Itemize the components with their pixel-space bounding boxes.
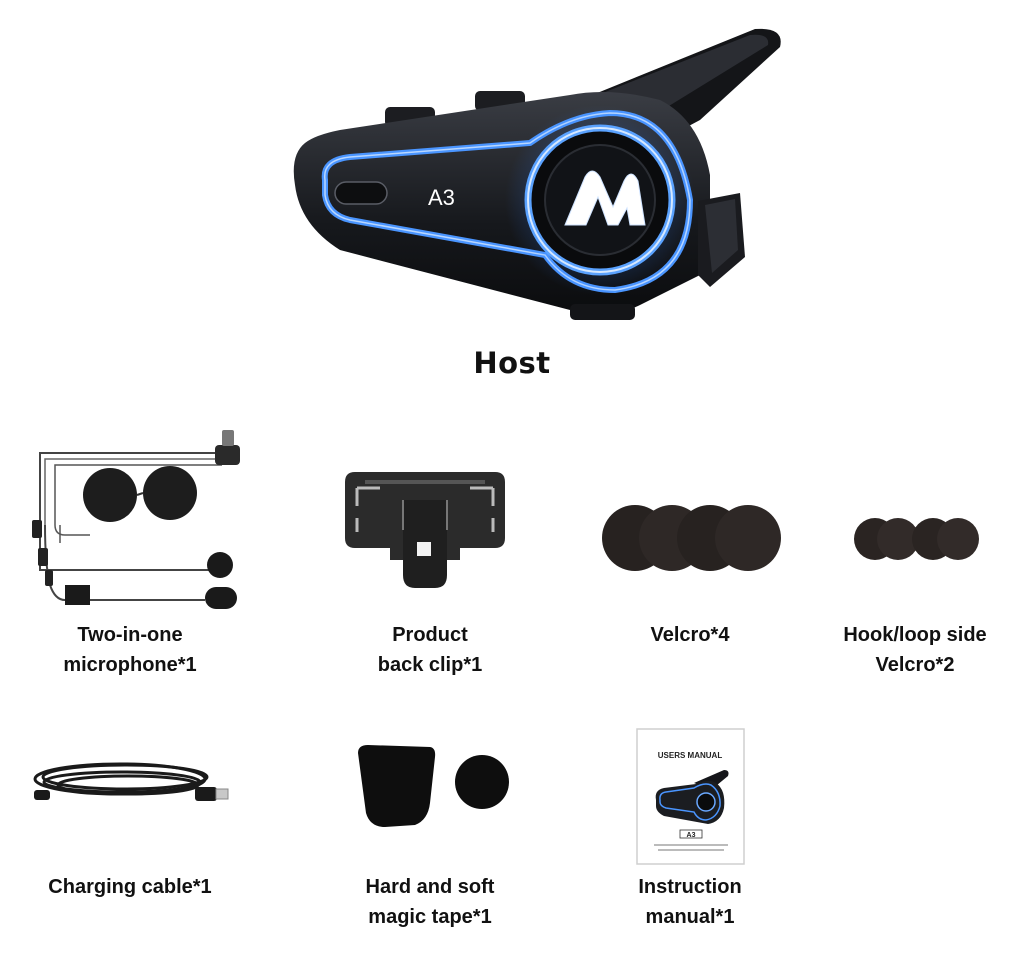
velcro-pads-icon <box>602 505 781 571</box>
manual-icon: USERS MANUAL A3 <box>636 728 745 865</box>
device-label: A3 <box>428 185 455 210</box>
caption-hook-loop: Hook/loop side Velcro*2 <box>843 624 987 676</box>
caption-charging-cable: Charging cable*1 <box>48 876 212 898</box>
magic-tape-icon <box>358 745 509 827</box>
caption-microphone: Two-in-one microphone*1 <box>63 624 197 676</box>
hook-loop-velcro-icon <box>854 518 979 560</box>
caption-magic-tape: Hard and soft magic tape*1 <box>365 876 495 928</box>
host-device-image: A3 <box>293 28 781 320</box>
usb-cable-icon <box>33 762 229 801</box>
microphone-set-icon <box>32 430 240 609</box>
pill-button <box>334 181 388 205</box>
manual-model: A3 <box>687 832 696 839</box>
m-logo-icon <box>564 170 646 226</box>
manual-header: USERS MANUAL <box>658 751 723 760</box>
caption-velcro: Velcro*4 <box>650 624 730 646</box>
back-clip-icon <box>345 472 505 588</box>
caption-back-clip: Product back clip*1 <box>377 624 483 676</box>
host-title: Host <box>473 346 551 380</box>
caption-manual: Instruction manual*1 <box>638 876 742 928</box>
